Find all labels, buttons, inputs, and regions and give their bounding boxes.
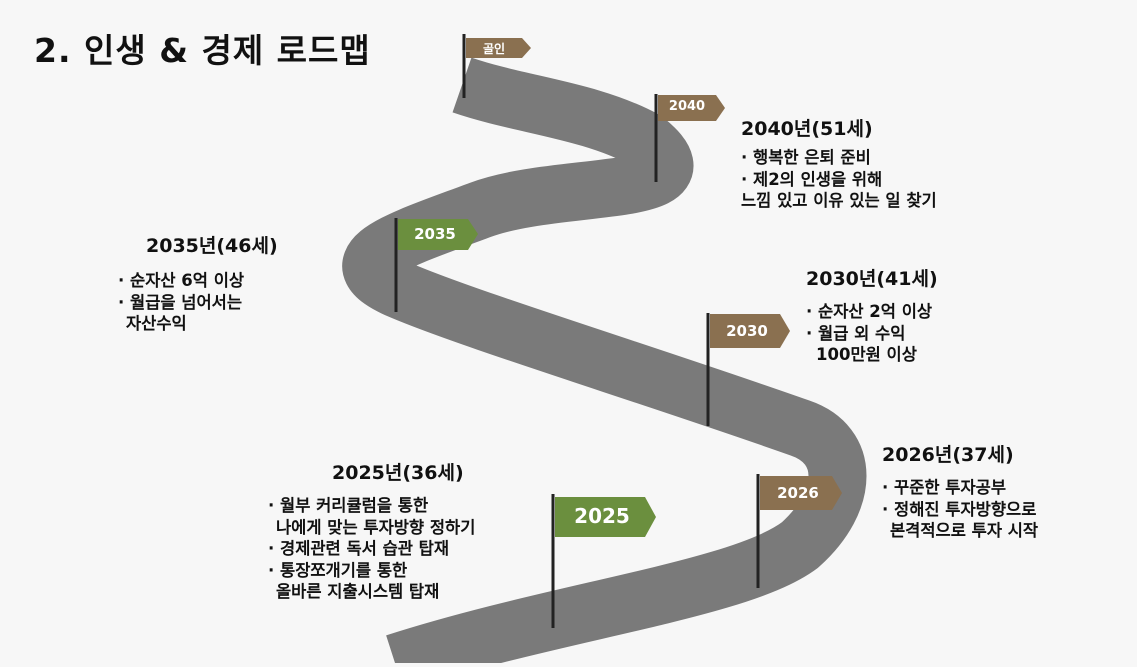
milestone-line: 본격적으로 투자 시작 — [890, 521, 1039, 540]
milestone-line: · 월급을 넘어서는 — [118, 292, 243, 312]
flag-2040 — [654, 94, 725, 182]
milestone-line: · 순자산 2억 이상 — [806, 302, 933, 321]
flag-goal — [462, 34, 531, 98]
milestone-line: · 순자산 6억 이상 — [118, 271, 245, 290]
milestone-heading: 2040년(51세) — [741, 118, 873, 140]
milestone-line: · 경제관련 독서 습관 탑재 — [268, 539, 450, 558]
milestone-2040: 2040년(51세) · 행복한 은퇴 준비 · 제2의 인생을 위해 느낌 있… — [741, 114, 937, 212]
flag-2035 — [394, 218, 478, 312]
flag-2030 — [706, 313, 790, 426]
milestone-line: · 월부 커리큘럼을 통한 — [268, 496, 429, 515]
milestone-line: 올바른 지출시스템 탑재 — [276, 582, 440, 601]
flag-label-2035: 2035 — [414, 225, 456, 243]
flag-label-2026: 2026 — [777, 484, 819, 502]
milestone-line: · 꾸준한 투자공부 — [882, 478, 1007, 497]
milestone-2026: 2026년(37세) · 꾸준한 투자공부 · 정해진 투자방향으로 본격적으로… — [882, 440, 1038, 542]
flag-label-goal: 골인 — [482, 42, 506, 56]
milestone-line: · 행복한 은퇴 준비 — [741, 148, 871, 167]
milestone-heading: 2025년(36세) — [332, 462, 464, 484]
milestone-line: 나에게 맞는 투자방향 정하기 — [276, 517, 476, 537]
flag-2026 — [756, 474, 842, 588]
milestone-2030: 2030년(41세) · 순자산 2억 이상 · 월급 외 수익 100만원 이… — [806, 264, 938, 366]
milestone-line: · 제2의 인생을 위해 — [741, 169, 883, 189]
milestone-line: · 정해진 투자방향으로 — [882, 499, 1037, 519]
milestone-line: · 통장쪼개기를 통한 — [268, 560, 408, 580]
flag-label-2040: 2040 — [668, 99, 706, 114]
milestone-heading: 2030년(41세) — [806, 268, 938, 290]
milestone-line: 자산수익 — [126, 314, 187, 333]
page-title: 2. 인생 & 경제 로드맵 — [34, 31, 371, 70]
flag-2025 — [551, 494, 656, 628]
milestone-2035: 2035년(46세) · 순자산 6억 이상 · 월급을 넘어서는 자산수익 — [118, 231, 278, 335]
flag-label-2025: 2025 — [574, 504, 630, 528]
milestone-2025: 2025년(36세) · 월부 커리큘럼을 통한 나에게 맞는 투자방향 정하기… — [268, 458, 475, 603]
milestone-heading: 2035년(46세) — [146, 235, 278, 257]
milestone-line: 100만원 이상 — [816, 345, 917, 364]
road — [342, 57, 867, 667]
milestone-line: 느낌 있고 이유 있는 일 찾기 — [741, 191, 937, 210]
milestone-line: · 월급 외 수익 — [806, 323, 906, 343]
flag-label-2030: 2030 — [726, 322, 768, 340]
milestone-heading: 2026년(37세) — [882, 444, 1014, 466]
